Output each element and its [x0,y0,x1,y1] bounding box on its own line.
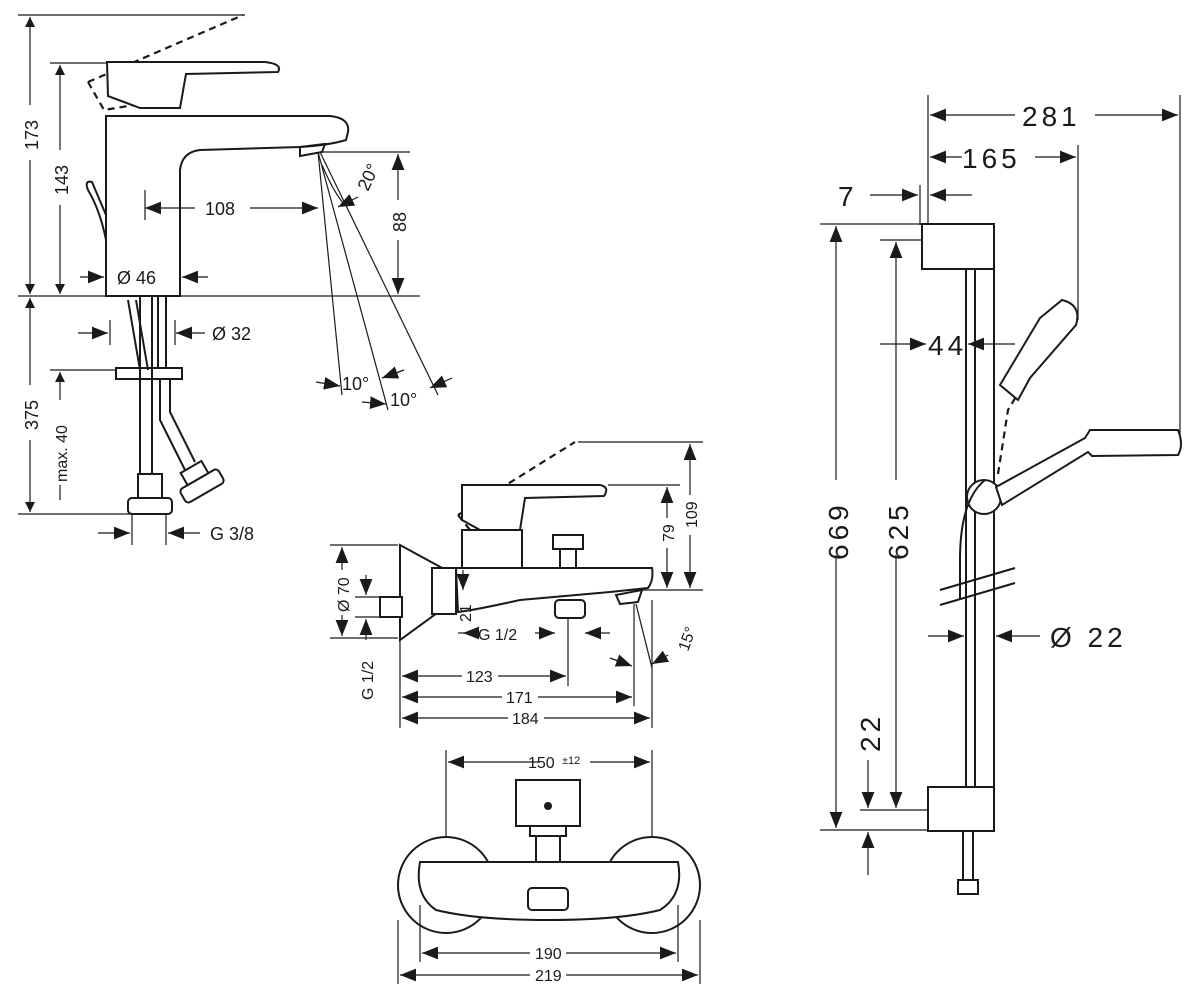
bath-spout-outlet [614,588,644,606]
angle-label-15: 15° [676,625,700,654]
hand-shower-tilted [998,298,1079,402]
bath-body [454,567,654,614]
dim-label-184: 184 [512,711,539,728]
angle-label-20: 20° [353,161,383,194]
threaded-rod [157,296,167,368]
shower-rail [965,268,995,788]
dim-label-625: 625 [883,501,914,560]
dim-label-44: 44 [928,330,967,361]
angle-label-10b: 10° [390,390,417,410]
bath-lever-raised-dashed [457,441,576,516]
angle-label-10a: 10° [342,374,369,394]
bath-mixer-front-drawing: 150 ±12 190 219 [397,750,701,985]
basin-lever [105,61,281,109]
dim-label-7: 7 [838,181,858,212]
dim-label-123: 123 [466,669,493,686]
dim-label-88: 88 [390,212,410,232]
rail-break [939,567,1016,606]
dim-label-143: 143 [52,165,72,195]
dim-label-32: Ø 32 [212,324,251,344]
hose-curve [959,479,986,600]
bath-mixer-side-drawing: 109 79 21 Ø 70 G 1/2 G 1/2 123 [330,441,703,728]
dim-label-219: 219 [535,968,562,985]
dim-label-46: Ø 46 [117,268,156,288]
spray-line-3 [319,151,439,396]
dim-label-669: 669 [823,501,854,560]
spray-line-1 [317,151,343,396]
dim-label-173: 173 [22,120,42,150]
rail-bottom-bracket [927,786,995,832]
dim-label-281: 281 [1022,101,1081,132]
hand-shower [994,429,1182,507]
hose-connector [957,879,979,895]
bath-lever [461,484,608,531]
bath-front-aerator [527,887,569,911]
bath-diverter-stem [559,548,577,569]
connector-left-nut [137,473,163,499]
dim-label-171: 171 [506,690,533,707]
hose-angled [127,299,149,371]
dim-label-108: 108 [205,199,235,219]
shower-hose [962,831,974,880]
dim-label-g12-inlet: G 1/2 [360,661,377,700]
dim-label-70: Ø 70 [336,577,353,612]
bath-nut [431,567,457,615]
dim-label-g12-outlet: G 1/2 [478,627,517,644]
basin-mixer-drawing: 173 143 375 max. 40 [18,13,453,545]
popup-rod [85,180,107,241]
dim-label-150: 150 [528,755,555,772]
dim-label-165: 165 [962,143,1021,174]
dim-label-22: 22 [855,713,886,752]
basin-aerator [299,142,327,158]
mounting-plate [115,367,183,380]
bath-diverter-top [552,534,584,550]
dim-label-d22: Ø 22 [1050,622,1127,653]
connector-right [179,459,225,504]
bath-front-stem [535,835,561,863]
hose-left [139,296,153,490]
dim-label-109: 109 [684,501,701,528]
bath-shower-outlet [554,599,586,619]
dim-label-150-tol: ±12 [562,755,580,767]
shower-rail-drawing: 281 165 7 44 669 [820,95,1182,895]
spray-line-2 [317,151,389,411]
dim-label-g38: G 3/8 [210,524,254,544]
dim-label-21: 21 [458,604,475,622]
bath-inlet-thread [379,596,403,618]
bath-cartridge [461,529,523,569]
dim-label-max40: max. 40 [54,425,71,482]
dim-label-375: 375 [22,400,42,430]
rail-top-bracket [921,223,995,270]
dim-label-79: 79 [661,524,678,542]
dim-label-190: 190 [535,946,562,963]
angle-arc-20 [321,164,346,206]
bath-front-ring [529,825,567,837]
hose-right [159,379,196,471]
connector-left [127,497,173,515]
